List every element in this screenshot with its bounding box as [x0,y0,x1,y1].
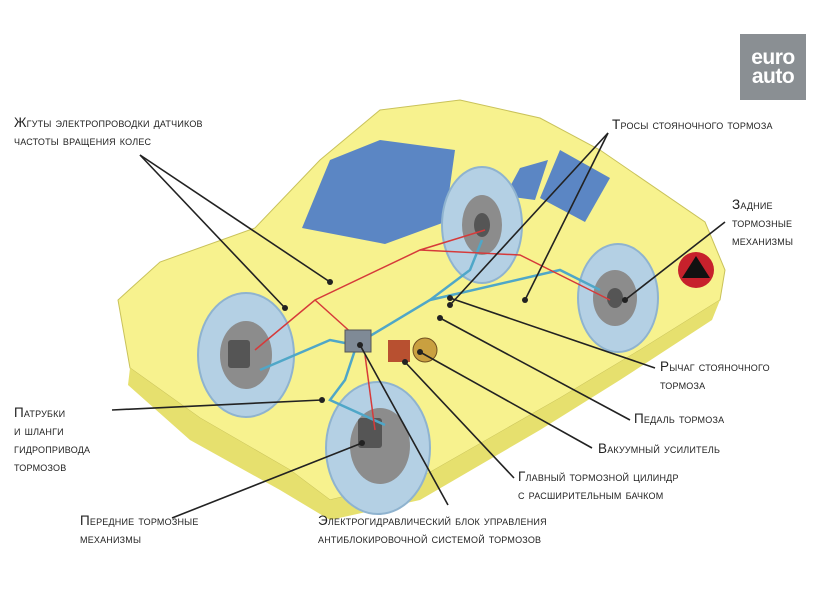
front-right-wheel [325,381,431,515]
label-line: Главный тормозной цилиндр [518,469,679,484]
euroauto-logo: euro auto [740,34,806,100]
label-line: с расширительным бачком [518,487,664,502]
label-line: тормоза [660,377,706,392]
label-line: и шланги [14,423,64,438]
side-window [540,150,610,222]
label-line: антиблокировочной системой тормозов [318,531,542,546]
label-line: механизмы [732,233,794,248]
label-line: Передние тормозные [80,513,199,528]
label-line: частоты вращения колес [14,133,152,148]
label-line: Жгуты электропроводки датчиков [14,115,203,130]
master-cylinder [388,340,410,362]
logo-line-1: euro [751,46,795,69]
label-line: механизмы [80,531,142,546]
label-line: Педаль тормоза [634,411,725,426]
label-line: тормозов [14,459,67,474]
logo-line-2: auto [751,65,795,88]
leader-lines [111,132,726,519]
label-wheel-sensor-harness: Жгуты электропроводки датчиков частоты в… [14,114,203,150]
label-front-brakes: Передние тормозные механизмы [80,512,199,548]
car-body-side-shade [128,300,720,520]
windshield [302,140,455,244]
label-line: тормозные [732,215,793,230]
front-left-wheel [197,292,295,418]
rear-right-wheel [577,243,659,353]
vacuum-booster [412,337,438,363]
label-line: Вакуумный усилитель [598,441,721,456]
label-line: Электрогидравлический блок управления [318,513,547,528]
label-rear-brakes: Задние тормозные механизмы [732,196,793,250]
label-line: гидропривода [14,441,91,456]
label-line: Задние [732,197,773,212]
label-line: Патрубки [14,405,66,420]
leader-dots [282,279,628,446]
label-master-cylinder: Главный тормозной цилиндр с расширительн… [518,468,679,504]
label-parking-lever: Рычаг стояночного тормоза [660,358,770,394]
label-line: Рычаг стояночного [660,359,770,374]
rear-left-wheel [441,166,523,284]
abs-unit [344,329,372,353]
rear-window [505,160,548,200]
label-brake-pedal: Педаль тормоза [634,410,724,428]
label-vacuum-booster: Вакуумный усилитель [598,440,720,458]
label-parking-cables: Тросы стояночного тормоза [612,116,773,134]
label-line: Тросы стояночного тормоза [612,117,773,132]
label-abs-unit: Электрогидравлический блок управления ан… [318,512,547,548]
emblem [678,252,714,288]
label-hydraulic-lines: Патрубки и шланги гидропривода тормозов [14,404,90,476]
